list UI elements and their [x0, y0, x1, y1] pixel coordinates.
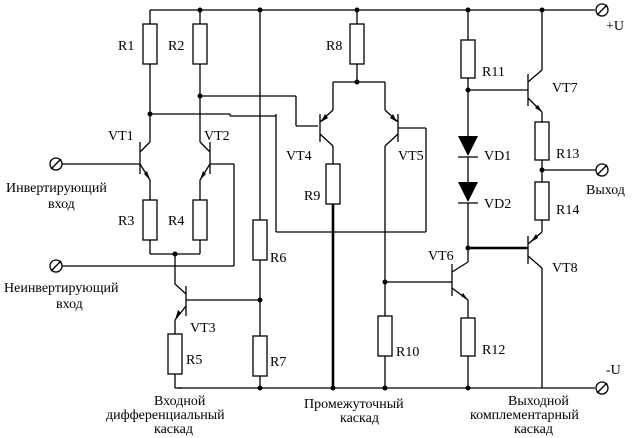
- label-vt2: VT2: [204, 129, 230, 144]
- label-r8: R8: [326, 39, 342, 54]
- intermediate-stage-caption-line1: Промежуточный: [304, 397, 404, 412]
- diode-vd1: [458, 136, 478, 158]
- minus-terminal-icon: [595, 381, 609, 395]
- inverting-input-terminal-icon: [49, 157, 63, 171]
- label-r7: R7: [270, 355, 286, 370]
- resistor-r12: [460, 317, 476, 357]
- output-terminal-icon: [595, 163, 609, 177]
- resistor-r7: [252, 335, 268, 377]
- label-r11: R11: [482, 65, 505, 80]
- inverting-input-label-line2: вход: [48, 197, 75, 212]
- intermediate-stage-caption-line2: каскад: [340, 411, 379, 426]
- input-stage-caption-line2: дифференциальный: [106, 408, 225, 423]
- label-r9: R9: [304, 189, 320, 204]
- label-vd2: VD2: [484, 197, 511, 212]
- input-stage-caption-line1: Входной: [154, 394, 206, 409]
- transistor-vt5: [384, 109, 399, 147]
- label-vt1: VT1: [108, 129, 134, 144]
- resistor-r14: [534, 181, 550, 221]
- label-r13: R13: [556, 147, 579, 162]
- resistor-r8: [349, 23, 365, 65]
- inverting-input-label-line1: Инвертирующий: [6, 181, 107, 196]
- plus-rail-label: +U: [606, 19, 624, 34]
- resistor-r13: [534, 121, 550, 161]
- label-vd1: VD1: [484, 149, 511, 164]
- label-r6: R6: [270, 251, 286, 266]
- resistor-r5: [167, 333, 183, 375]
- transistor-vt3: [174, 283, 187, 321]
- label-vt3: VT3: [190, 321, 216, 336]
- noninverting-input-label-line2: вход: [56, 297, 83, 312]
- resistor-r6: [252, 219, 268, 261]
- label-r1: R1: [118, 39, 134, 54]
- noninverting-input-terminal-icon: [49, 259, 63, 273]
- label-r2: R2: [168, 39, 184, 54]
- plus-terminal-icon: [595, 3, 609, 17]
- resistor-r2: [192, 23, 208, 65]
- label-r12: R12: [482, 343, 505, 358]
- label-vt4: VT4: [286, 149, 312, 164]
- resistor-r11: [460, 39, 476, 79]
- resistor-r1: [142, 23, 158, 65]
- junction-dots: [147, 7, 545, 391]
- diode-vd2: [458, 182, 478, 204]
- transistor-vt2: [199, 141, 211, 181]
- input-stage-caption-line3: каскад: [154, 422, 193, 437]
- resistor-r4: [192, 199, 208, 241]
- label-r3: R3: [118, 214, 134, 229]
- label-r5: R5: [186, 353, 202, 368]
- transistor-vt4: [319, 109, 334, 147]
- resistor-r10: [377, 315, 393, 357]
- transistor-vt8: [527, 231, 543, 269]
- label-vt7: VT7: [552, 81, 578, 96]
- noninverting-input-label-line1: Неинвертирующий: [4, 281, 119, 296]
- resistor-r3: [142, 199, 158, 241]
- resistor-r9: [325, 163, 341, 205]
- label-vt5: VT5: [398, 149, 424, 164]
- label-r10: R10: [396, 345, 419, 360]
- output-stage-caption-line2: комплементарный: [470, 408, 579, 423]
- transistor-vt6: [451, 261, 469, 301]
- transistor-vt7: [527, 69, 543, 113]
- label-vt8: VT8: [552, 261, 578, 276]
- label-r14: R14: [556, 203, 579, 218]
- minus-rail-label: -U: [606, 363, 621, 378]
- output-stage-caption-line3: каскад: [514, 422, 553, 437]
- transistor-vt1: [139, 141, 151, 181]
- output-label: Выход: [586, 183, 625, 198]
- label-r4: R4: [168, 214, 184, 229]
- label-vt6: VT6: [428, 249, 454, 264]
- output-stage-caption-line1: Выходной: [508, 394, 569, 409]
